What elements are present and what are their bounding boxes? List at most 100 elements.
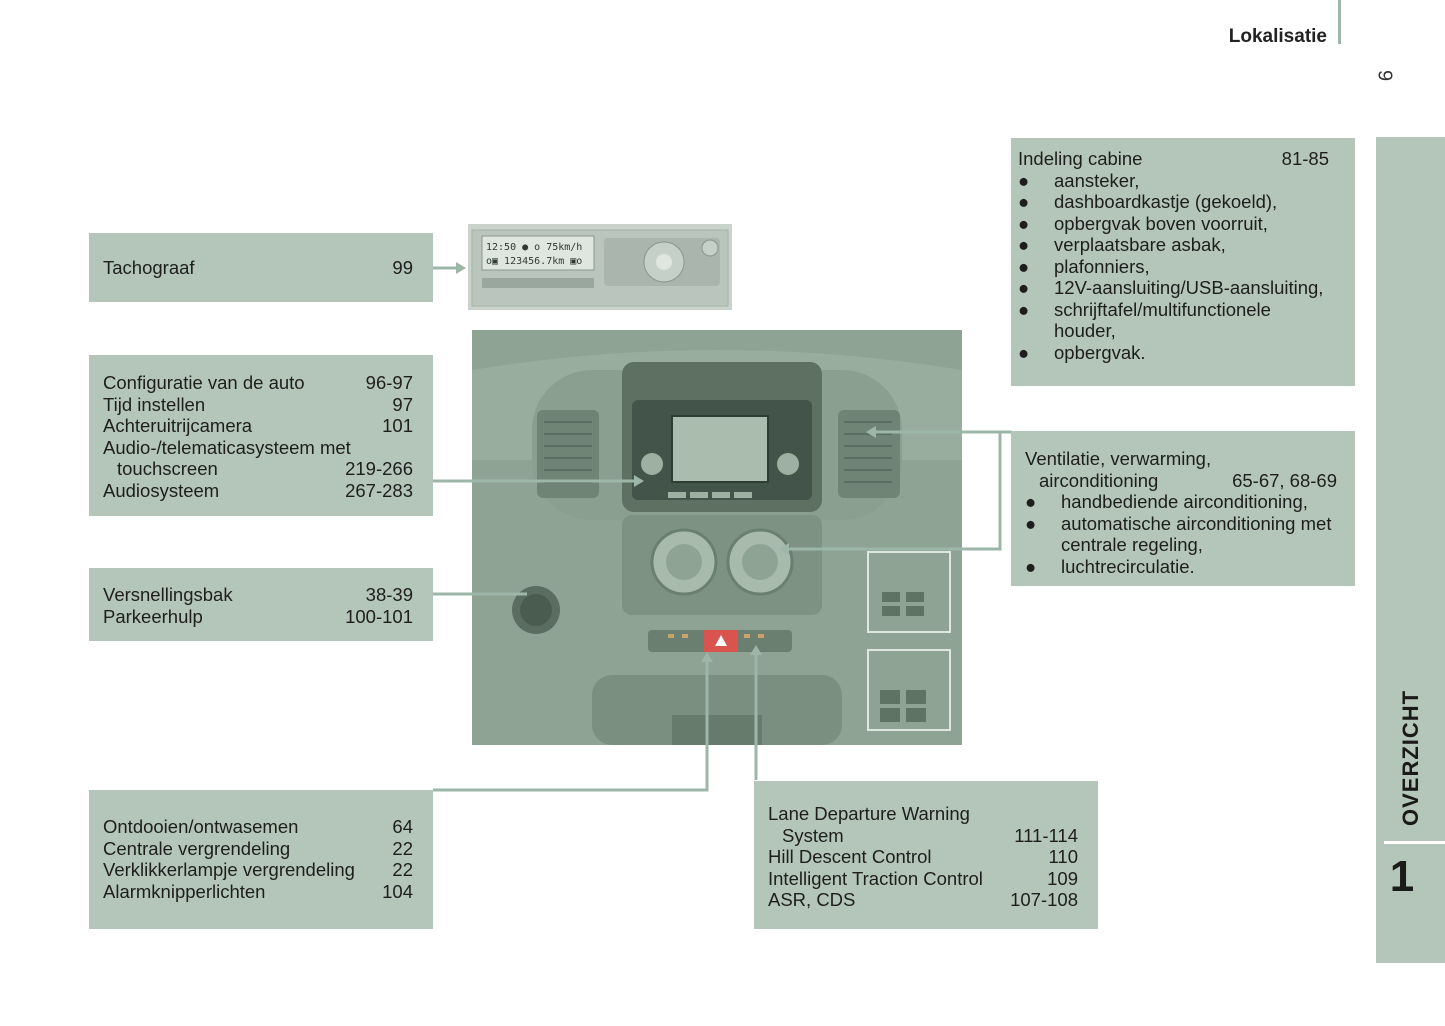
cabine-title-page: 81-85 (1281, 148, 1329, 169)
bullet-dot-icon: ● (1025, 555, 1037, 577)
lane-entry-label: System (782, 824, 844, 846)
lane-entry-label: Hill Descent Control (768, 846, 932, 867)
audio-entry-page: 96-97 (365, 372, 413, 393)
ventilatie-bullet-text: handbediende airconditioning, (1061, 491, 1308, 512)
ontdooien-entry: Centrale vergrendeling 22 (103, 838, 413, 860)
versnelling-entry-page: 100-101 (345, 605, 413, 627)
audio-entry-label: Tijd instellen (103, 393, 206, 415)
cabine-bullet-text: dashboardkastje (gekoeld), (1054, 191, 1278, 212)
lane-entry-label: Lane Departure Warning (768, 803, 970, 824)
cabine-bullet-item: ● plafonniers, (1018, 256, 1329, 278)
bullet-dot-icon: ● (1018, 255, 1030, 277)
lane-entry: ASR, CDS 107-108 (768, 889, 1078, 911)
audio-entry-label: touchscreen (117, 458, 218, 479)
cabine-bullet-text: opbergvak. (1054, 341, 1146, 363)
versnelling-entry: Parkeerhulp 100-101 (103, 606, 413, 628)
lane-entry-page: 107-108 (1010, 889, 1078, 910)
tachograaf-entry-label: Tachograaf (103, 257, 195, 278)
ontdooien-entry-page: 104 (382, 880, 413, 902)
tachograph-display-line1: 12:50 ● o 75km/h (486, 242, 582, 253)
cabine-bullet-text: 12V-aansluiting/USB-aansluiting, (1054, 277, 1324, 298)
bullet-dot-icon: ● (1025, 491, 1037, 512)
cabine-title-row: Indeling cabine 81-85 (1018, 148, 1329, 170)
bullet-dot-icon: ● (1018, 341, 1030, 363)
page-number: 9 (1373, 69, 1396, 82)
versnelling-entry-page: 38-39 (365, 584, 413, 605)
audio-entry-page: 267-283 (345, 479, 413, 501)
ventilatie-title-page: 65-67, 68-69 (1232, 469, 1337, 491)
ontdooien-entry-page: 22 (392, 859, 413, 880)
lane-entry-label: Intelligent Traction Control (768, 867, 983, 889)
cabine-bullet-item: ● opbergvak. (1018, 342, 1329, 364)
ventilatie-bullet-item: ● luchtrecirculatie. (1025, 556, 1337, 578)
ventilatie-bullet-item: ● automatische airconditioning met centra… (1025, 513, 1337, 556)
bullet-dot-icon: ● (1025, 512, 1037, 534)
bullet-dot-icon: ● (1018, 191, 1030, 212)
cabine-bullet-item: ●12V-aansluiting/USB-aansluiting, (1018, 277, 1329, 299)
audio-entry: Audiosysteem 267-283 (103, 480, 413, 502)
ventilatie-title-line2: airconditioning (1039, 469, 1159, 491)
dashboard-illustration (472, 330, 962, 745)
versnelling-entry: Versnellingsbak 38-39 (103, 584, 413, 606)
ventilatie-bullet-text: automatische airconditioning met central… (1061, 512, 1332, 556)
tachograaf-entry-page: 99 (392, 257, 413, 278)
lane-entry-page: 111-114 (1014, 824, 1078, 846)
ventilatie-title-line1: Ventilatie, verwarming, (1025, 448, 1212, 469)
audio-entry: Configuratie van de auto 96-97 (103, 372, 413, 394)
cabine-bullet-text: plafonniers, (1054, 255, 1150, 277)
ontdooien-entry: Alarmknipperlichten 104 (103, 881, 413, 903)
audio-entry-page: 219-266 (345, 458, 413, 479)
chapter-divider (1384, 841, 1445, 844)
tachograph-illustration: 12:50 ● o 75km/h o▣ 123456.7km ▣o (468, 224, 732, 310)
audio-entry-label: Achteruitrijcamera (103, 415, 253, 436)
lane-entry-label: ASR, CDS (768, 889, 856, 910)
cabine-bullet-item: ●schrijftafel/multifunctionele houder, (1018, 299, 1329, 342)
cabine-bullet-item: ● verplaatsbare asbak, (1018, 234, 1329, 256)
versnelling-entry-label: Versnellingsbak (103, 584, 233, 605)
lane-entry-page: 110 (1048, 846, 1079, 867)
audio-entry: Audio-/telematicasysteem met (103, 437, 413, 459)
bullet-dot-icon: ● (1018, 234, 1030, 255)
audio-entry: Tijd instellen 97 (103, 394, 413, 416)
ventilatie-bullet-item: ● handbediende airconditioning, (1025, 491, 1337, 513)
bullet-dot-icon: ● (1018, 212, 1030, 234)
cabine-bullet-item: ● aansteker, (1018, 170, 1329, 192)
ontdooien-entry-label: Alarmknipperlichten (103, 880, 266, 902)
audio-entry-label: Audiosysteem (103, 479, 220, 501)
cabine-bullet-item: ● dashboardkastje (gekoeld), (1018, 191, 1329, 213)
audio-entry-page: 97 (392, 393, 413, 415)
ontdooien-entry: Verklikkerlampje vergrendeling 22 (103, 859, 413, 881)
audio-entry-label: Configuratie van de auto (103, 372, 305, 393)
audio-entry: touchscreen 219-266 (103, 458, 413, 480)
ontdooien-entry-label: Centrale vergrendeling (103, 837, 291, 859)
chapter-tab[interactable] (1376, 137, 1445, 963)
lane-entry: Lane Departure Warning (768, 803, 1078, 825)
chapter-label: OVERZICHT (1398, 689, 1423, 826)
ventilatie-title-row: airconditioning 65-67, 68-69 (1025, 470, 1337, 492)
cabine-box: Indeling cabine 81-85 ● aansteker, ● dashbo… (1011, 138, 1355, 386)
audio-entry-page: 101 (382, 415, 413, 436)
cabine-title: Indeling cabine (1018, 148, 1143, 169)
ontdooien-entry-page: 22 (392, 837, 413, 859)
header-divider (1338, 0, 1341, 44)
audio-entry: Achteruitrijcamera 101 (103, 415, 413, 437)
lane-entry: Intelligent Traction Control 109 (768, 868, 1078, 890)
cabine-bullet-text: verplaatsbare asbak, (1054, 234, 1226, 255)
tachograaf-entry: Tachograaf 99 (103, 257, 413, 279)
cabine-bullet-text: schrijftafel/multifunctionele houder, (1054, 298, 1271, 342)
ontdooien-entry-label: Verklikkerlampje vergrendeling (103, 859, 355, 880)
versnelling-entry-label: Parkeerhulp (103, 605, 203, 627)
lane-entry-page: 109 (1047, 867, 1078, 889)
audio-entry-label: Audio-/telematicasysteem met (103, 436, 351, 458)
tachograph-display-line2: o▣ 123456.7km ▣o (486, 256, 582, 267)
ontdooien-entry-label: Ontdooien/ontwasemen (103, 816, 299, 837)
ventilatie-bullet-text: luchtrecirculatie. (1061, 555, 1195, 577)
bullet-dot-icon: ● (1018, 169, 1030, 191)
cabine-bullet-text: aansteker, (1054, 169, 1140, 191)
ventilatie-box: Ventilatie, verwarming, airconditioning … (1011, 431, 1355, 586)
